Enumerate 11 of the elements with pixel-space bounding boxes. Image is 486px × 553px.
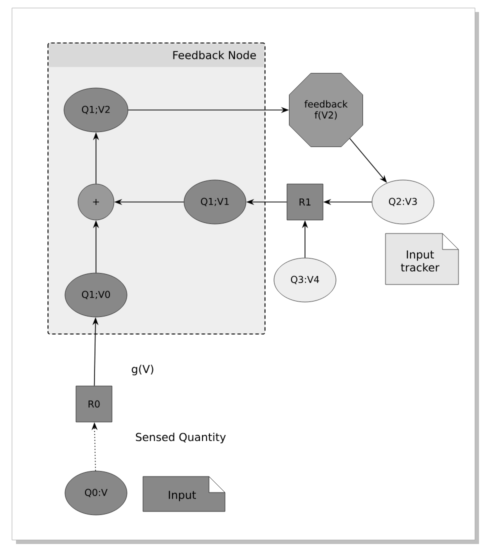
octagon-node: feedback f(V2) xyxy=(289,73,363,147)
process-box: R0 xyxy=(76,386,112,422)
edge-label: Sensed Quantity xyxy=(136,432,226,444)
ellipse-node: Q3:V4 xyxy=(274,258,336,302)
process-box: R1 xyxy=(286,184,324,220)
ellipse-node: Q1;V1 xyxy=(184,180,246,224)
edge-label: g(V) xyxy=(132,364,154,376)
ellipse-node: Q1;V0 xyxy=(64,272,128,318)
ellipse-node: Q2:V3 xyxy=(372,180,434,224)
ellipse-node: Q0:V xyxy=(64,470,128,516)
ellipse-node: Q1;V2 xyxy=(64,88,128,132)
